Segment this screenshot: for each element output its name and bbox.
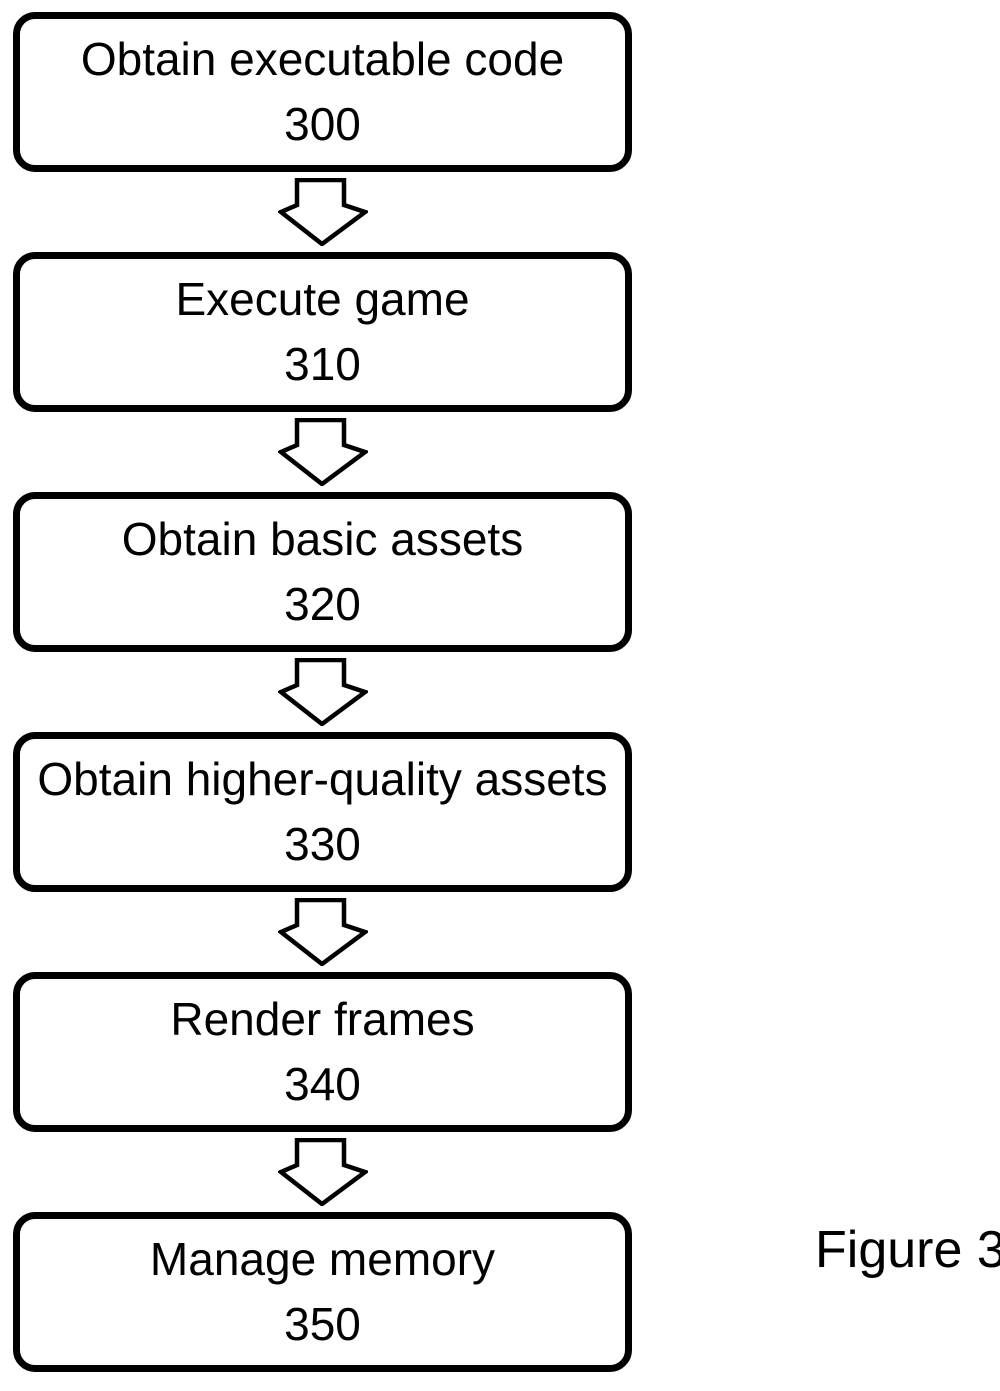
step-number: 350 [284, 1298, 361, 1351]
step-number: 310 [284, 338, 361, 391]
flow-connector [13, 1132, 632, 1212]
figure-label: Figure 3 [815, 1221, 1000, 1279]
down-arrow-icon [277, 1138, 368, 1206]
step-label: Obtain basic assets [121, 512, 524, 565]
flow-step-obtain-basic-assets: Obtain basic assets 320 [13, 492, 632, 652]
flow-connector [13, 172, 632, 252]
step-number: 300 [284, 98, 361, 151]
flow-step-execute-game: Execute game 310 [13, 252, 632, 412]
flow-step-obtain-higher-quality-assets: Obtain higher-quality assets 330 [13, 732, 632, 892]
flow-step-render-frames: Render frames 340 [13, 972, 632, 1132]
flow-connector [13, 892, 632, 972]
step-number: 320 [284, 578, 361, 631]
down-arrow-icon [277, 898, 368, 966]
step-label: Render frames [170, 992, 475, 1045]
flow-connector [13, 412, 632, 492]
down-arrow-icon [277, 658, 368, 726]
step-label: Obtain higher-quality assets [37, 752, 608, 805]
flow-connector [13, 652, 632, 732]
flow-step-obtain-executable-code: Obtain executable code 300 [13, 12, 632, 172]
step-number: 340 [284, 1058, 361, 1111]
down-arrow-icon [277, 178, 368, 246]
flow-step-manage-memory: Manage memory 350 [13, 1212, 632, 1372]
step-number: 330 [284, 818, 361, 871]
step-label: Obtain executable code [80, 32, 565, 85]
down-arrow-icon [277, 418, 368, 486]
step-label: Manage memory [149, 1232, 496, 1285]
step-label: Execute game [175, 272, 470, 325]
flowchart: Obtain executable code 300 Execute game … [13, 12, 632, 1372]
